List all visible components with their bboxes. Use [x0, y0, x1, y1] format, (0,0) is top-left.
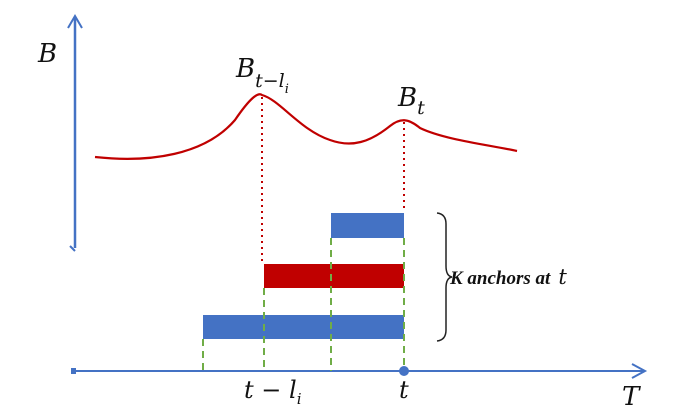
peak-label-right: Bt	[397, 83, 425, 119]
x-axis-label: T	[622, 382, 641, 412]
y-axis-label: B	[37, 39, 57, 69]
anchor-bar-long	[203, 315, 404, 339]
tick-label-t: t	[399, 376, 409, 404]
peak-label-left: Bt−li	[235, 54, 289, 97]
series-curve	[94, 93, 518, 160]
anchor-bar-medium	[264, 264, 404, 288]
x-axis	[71, 363, 648, 379]
tick-label-t-minus-li: t − li	[244, 376, 302, 408]
t-marker-point	[399, 366, 409, 376]
anchors-brace	[436, 212, 453, 342]
y-axis	[67, 14, 83, 252]
anchor-bar-short	[331, 213, 404, 238]
